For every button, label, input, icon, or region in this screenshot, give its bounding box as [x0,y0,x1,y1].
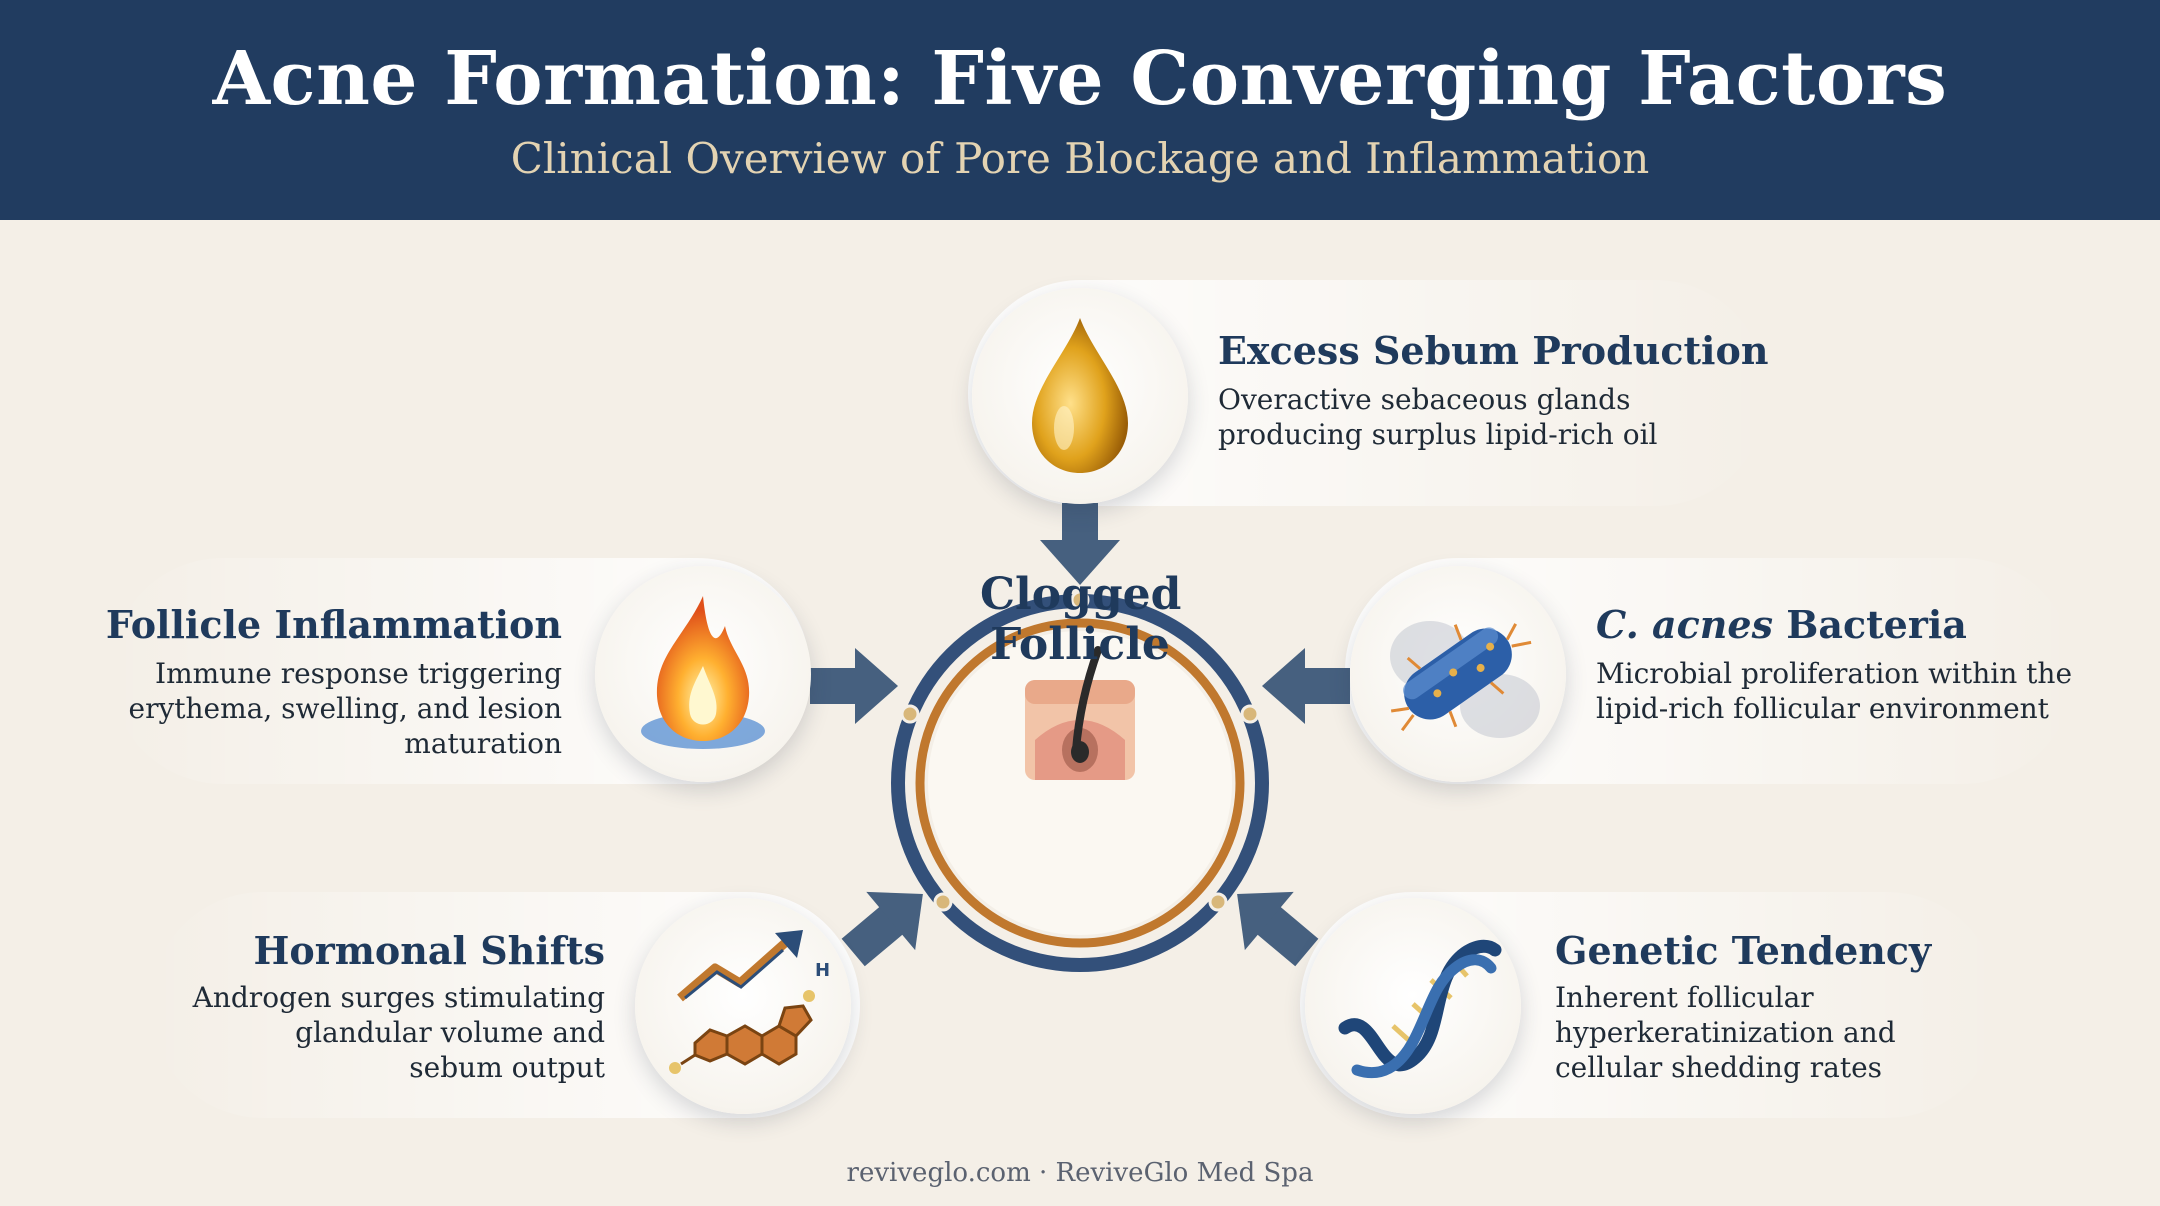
sebum-title: Excess Sebum Production [1218,328,1769,373]
inflammation-desc-line2: erythema, swelling, and lesion [128,692,563,725]
ring-dot-lower-right [1208,892,1228,912]
hormonal-icon-circle: H [635,898,851,1114]
hormonal-desc-line2: glandular volume and [295,1016,605,1049]
arrow-bacteria [1262,648,1350,724]
arrow-inflammation [810,648,898,724]
genetic-title: Genetic Tendency [1555,928,1932,973]
ring-dot-right [1240,704,1260,724]
bacteria-icon-circle [1350,566,1566,782]
inflammation-desc-line1: Immune response triggering [155,657,562,690]
ring-dot-top [1070,590,1090,610]
hormonal-desc-line3: sebum output [409,1051,605,1084]
hormone-molecule-icon: H [669,930,830,1074]
center-label-line2: Follicle [990,619,1170,670]
bacteria-desc-line2: lipid-rich follicular environment [1596,692,2049,725]
footer-credit: reviveglo.com · ReviveGlo Med Spa [846,1158,1314,1188]
arrow-hormonal [841,891,923,967]
header-banner: Acne Formation: Five Converging Factors … [0,0,2160,220]
flame-icon [641,596,765,749]
bacteria-desc: Microbial proliferation within the lipid… [1596,656,2116,726]
genetic-desc-line2: hyperkeratinization and [1555,1016,1896,1049]
ring-dot-left [900,704,920,724]
center-disc [928,631,1232,935]
oil-drop-icon [1032,318,1128,473]
center-label-line1: Clogged [980,569,1182,620]
hormonal-title: Hormonal Shifts [253,928,605,973]
genetic-desc-line1: Inherent follicular [1555,981,1814,1014]
arrow-sebum [1040,503,1120,585]
bacteria-title: C. acnes Bacteria [1596,602,1967,647]
inflammation-icon-circle [595,566,811,782]
sebum-desc: Overactive sebaceous glands producing su… [1218,382,1718,452]
bacteria-title-rest: Bacteria [1773,602,1967,647]
follicle-icon [1025,646,1135,780]
ring-dot-lower-left [933,892,953,912]
inflammation-desc-line3: maturation [404,727,562,760]
hormonal-desc-line1: Androgen surges stimulating [192,981,605,1014]
page-subtitle: Clinical Overview of Pore Blockage and I… [510,134,1650,183]
inflammation-desc: Immune response triggering erythema, swe… [102,656,563,761]
hormone-h-label: H [815,960,830,981]
bacteria-desc-line1: Microbial proliferation within the [1596,657,2073,690]
inflammation-title: Follicle Inflammation [105,602,562,647]
hormonal-desc: Androgen surges stimulating glandular vo… [165,980,605,1085]
sebum-desc-line2: producing surplus lipid-rich oil [1218,418,1658,451]
dna-icon [1338,939,1502,1079]
sebum-icon-circle [972,288,1188,504]
sebum-desc-line1: Overactive sebaceous glands [1218,383,1631,416]
genetic-icon-circle [1305,898,1521,1114]
page-title: Acne Formation: Five Converging Factors [212,36,1948,122]
center-copper-ring [915,618,1245,948]
bacteria-icon [1390,621,1540,738]
bacteria-title-italic: C. acnes [1596,602,1773,647]
genetic-desc: Inherent follicular hyperkeratinization … [1555,980,1995,1085]
arrow-genetic [1237,891,1319,967]
genetic-desc-line3: cellular shedding rates [1555,1051,1883,1084]
center-label: Clogged Follicle [980,569,1182,670]
